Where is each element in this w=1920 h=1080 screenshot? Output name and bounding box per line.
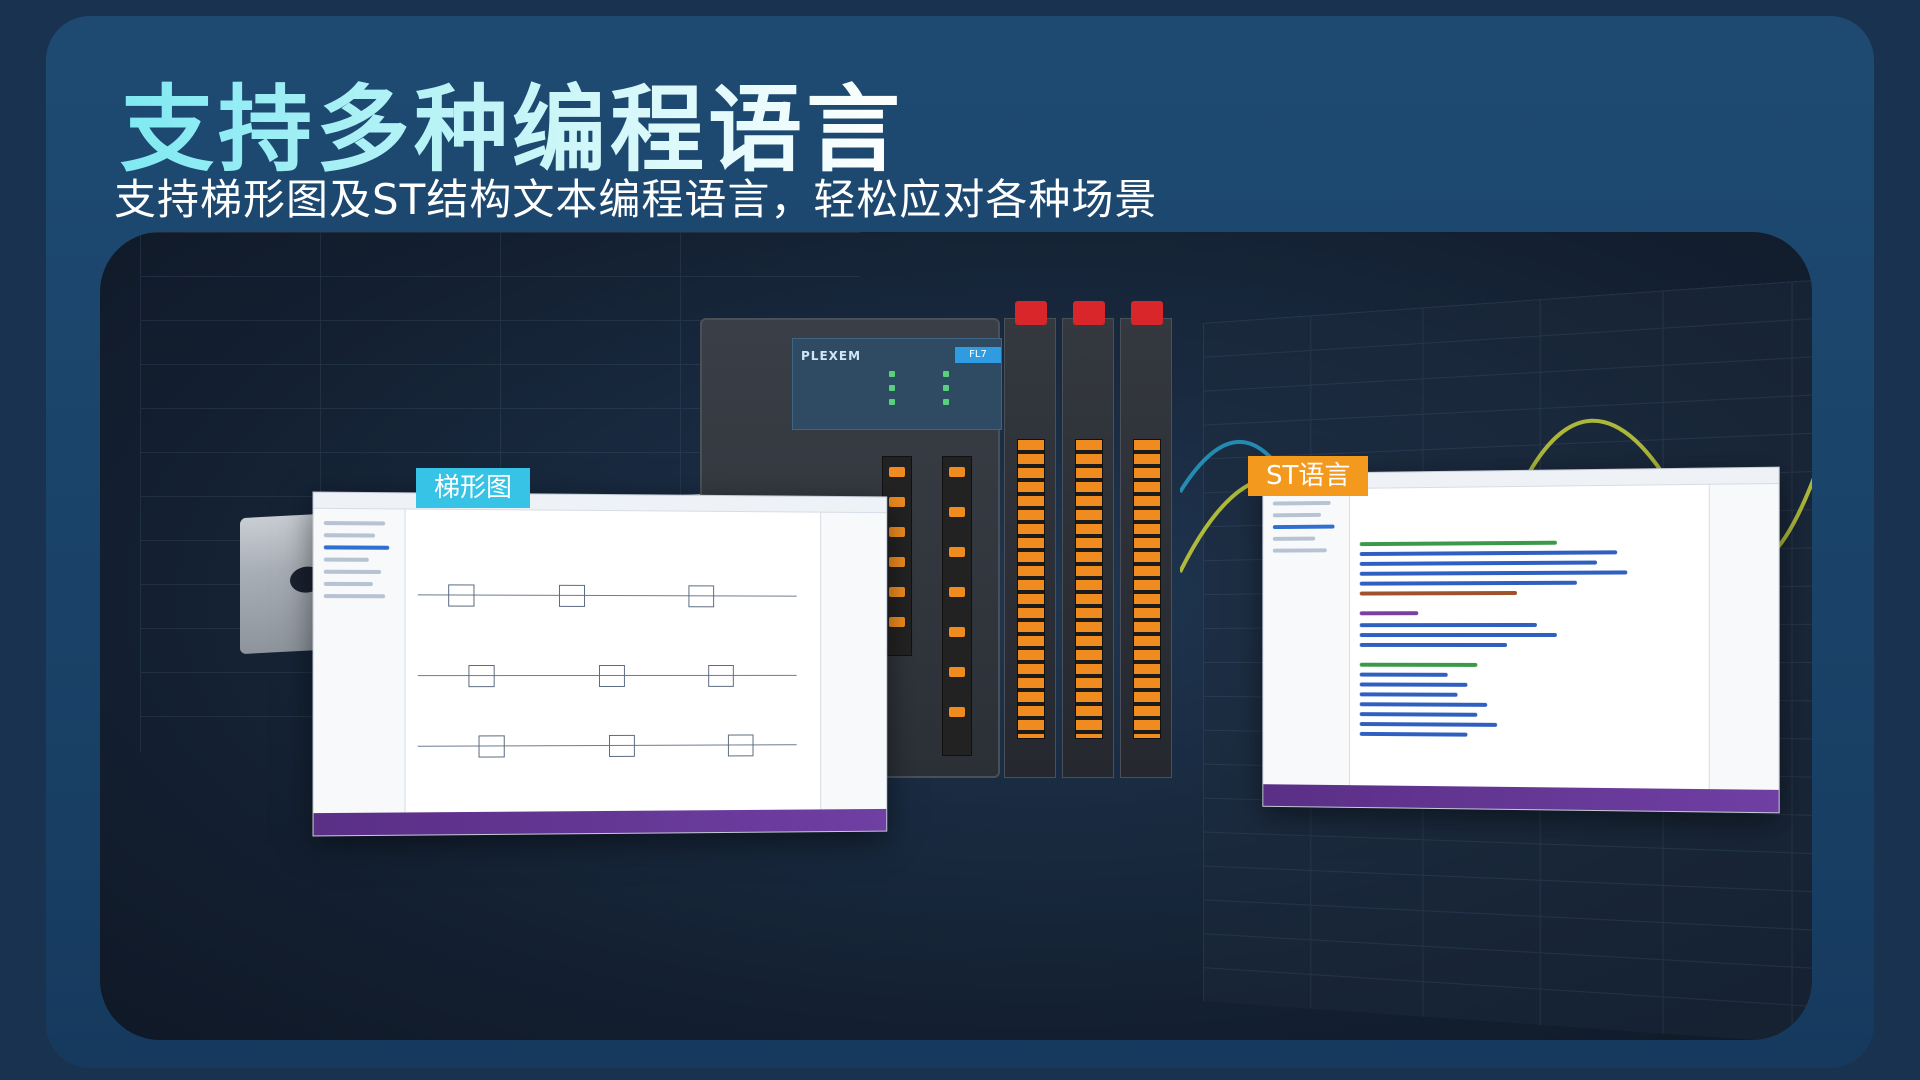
module-terminal-strip	[1017, 439, 1045, 739]
code-line	[1359, 580, 1577, 586]
page-title: 支持多种编程语言	[120, 54, 904, 190]
ladder-block	[727, 734, 754, 757]
model-badge: FL7	[955, 347, 1001, 363]
code-line	[1359, 550, 1618, 556]
terminal-pin	[949, 507, 965, 517]
code-line	[1359, 682, 1468, 687]
terminal-pin	[949, 627, 965, 637]
code-line	[1359, 590, 1517, 596]
status-led	[889, 399, 895, 405]
status-led	[943, 385, 949, 391]
status-bar	[313, 808, 887, 836]
tree-item	[1272, 500, 1331, 506]
terminal-block	[942, 456, 972, 756]
project-tree	[313, 508, 406, 814]
terminal-pin	[949, 467, 965, 477]
ladder-diagram-tag: 梯形图	[416, 468, 531, 508]
io-module	[1062, 301, 1114, 778]
terminal-pin	[889, 527, 905, 537]
module-latch	[1073, 301, 1105, 325]
terminal-pin	[889, 587, 905, 597]
tree-item	[323, 533, 375, 538]
code-line	[1359, 712, 1478, 717]
product-showcase: PLEXEM FL7	[100, 232, 1812, 1040]
code-line	[1359, 540, 1557, 547]
code-line	[1359, 560, 1598, 566]
ladder-rung	[417, 594, 797, 597]
status-led	[889, 385, 895, 391]
ladder-canvas	[408, 514, 819, 809]
module-terminal-strip	[1133, 439, 1161, 739]
status-led	[943, 371, 949, 377]
tree-item	[1272, 512, 1321, 518]
tree-item	[323, 594, 386, 599]
main-card: 支持多种编程语言 支持梯形图及ST结构文本编程语言，轻松应对各种场景 PLEXE…	[46, 16, 1874, 1068]
status-led	[943, 399, 949, 405]
code-line	[1359, 570, 1628, 576]
tree-item	[1272, 524, 1335, 530]
terminal-pin	[889, 557, 905, 567]
plc-front-panel: PLEXEM FL7	[792, 338, 1002, 430]
st-code-area	[1352, 489, 1707, 785]
brand-logo: PLEXEM	[801, 349, 862, 363]
ladder-block	[688, 585, 715, 608]
code-line	[1359, 731, 1468, 737]
ladder-block	[608, 734, 635, 757]
st-editor-screenshot	[1262, 466, 1780, 814]
terminal-pin	[949, 667, 965, 677]
terminal-pin	[889, 617, 905, 627]
code-line	[1359, 702, 1488, 707]
ladder-block	[599, 664, 625, 688]
code-line	[1359, 632, 1557, 638]
terminal-pin	[949, 587, 965, 597]
tree-item	[1272, 536, 1316, 541]
ladder-block	[448, 584, 475, 607]
code-line	[1359, 692, 1458, 697]
st-language-tag: ST语言	[1248, 456, 1369, 496]
ladder-block	[468, 665, 495, 688]
terminal-pin	[889, 497, 905, 507]
code-line	[1359, 722, 1498, 727]
ladder-editor-screenshot	[312, 491, 888, 837]
page-subtitle: 支持梯形图及ST结构文本编程语言，轻松应对各种场景	[114, 175, 1158, 224]
ladder-block	[478, 735, 505, 758]
ladder-block	[559, 584, 586, 607]
module-terminal-strip	[1075, 439, 1103, 739]
io-module	[1004, 301, 1056, 778]
tree-item	[323, 557, 369, 562]
status-led	[889, 371, 895, 377]
instruction-panel	[1708, 483, 1779, 790]
tree-item	[323, 581, 373, 587]
code-line	[1359, 622, 1537, 628]
terminal-pin	[949, 547, 965, 557]
io-module	[1120, 301, 1172, 778]
module-latch	[1131, 301, 1163, 325]
tree-item	[1272, 548, 1327, 553]
tree-item	[323, 569, 382, 575]
code-line	[1359, 611, 1419, 616]
tree-item	[323, 521, 386, 526]
ladder-block	[708, 664, 734, 687]
instruction-panel	[820, 512, 887, 810]
tree-item	[323, 545, 390, 550]
project-tree	[1263, 488, 1351, 786]
code-line	[1359, 672, 1448, 677]
code-line	[1359, 642, 1508, 647]
terminal-pin	[889, 467, 905, 477]
module-latch	[1015, 301, 1047, 325]
code-line	[1359, 662, 1478, 667]
terminal-pin	[949, 707, 965, 717]
